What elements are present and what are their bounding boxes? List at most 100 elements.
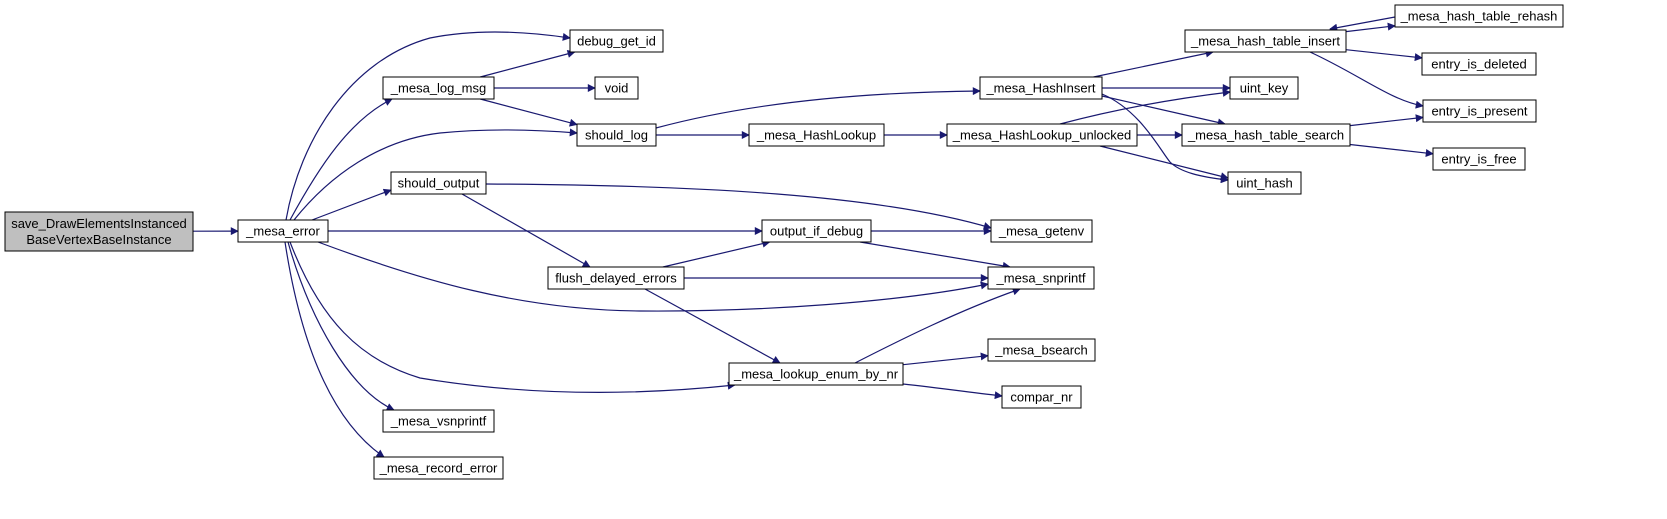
node-box	[547, 266, 685, 290]
node-box	[576, 123, 657, 147]
node-box	[382, 76, 495, 100]
node-box	[946, 123, 1138, 147]
node-label: BaseVertexBaseInstance	[26, 232, 171, 247]
edge-flush-delayed-errors-to-lookup-enum-by-nr	[644, 288, 781, 364]
node-box	[237, 219, 329, 243]
node-box	[987, 266, 1095, 290]
node-box	[1432, 147, 1526, 171]
node-label: _mesa_log_msg	[390, 81, 486, 96]
node-hash-table-insert[interactable]: _mesa_hash_table_insert	[1184, 29, 1347, 53]
edge-hash-table-rehash-to-hash-table-insert	[1329, 16, 1396, 32]
node-mesa-hashlookup[interactable]: _mesa_HashLookup	[748, 123, 885, 147]
edge-hash-table-search-to-entry-is-present	[1349, 114, 1424, 127]
node-mesa-getenv[interactable]: _mesa_getenv	[990, 219, 1093, 243]
edge-mesa-hashinsert-to-hash-table-insert	[1093, 49, 1214, 78]
node-label: _mesa_lookup_enum_by_nr	[733, 367, 899, 382]
node-debug-get-id[interactable]: debug_get_id	[569, 29, 664, 53]
node-label: entry_is_deleted	[1431, 57, 1526, 72]
node-void[interactable]: void	[594, 76, 639, 100]
edges-layer	[192, 16, 1434, 458]
node-box	[594, 76, 639, 100]
node-label: should_output	[398, 176, 480, 191]
node-box	[979, 76, 1103, 100]
node-label: flush_delayed_errors	[555, 271, 677, 286]
node-label: _mesa_getenv	[998, 224, 1085, 239]
node-box	[1227, 171, 1302, 195]
node-label: _mesa_HashInsert	[985, 81, 1095, 96]
node-box	[761, 219, 872, 243]
node-box	[1421, 52, 1537, 76]
node-mesa-error[interactable]: _mesa_error	[237, 219, 329, 243]
node-compar-nr[interactable]: compar_nr	[1001, 385, 1082, 409]
node-hashlookup-unlocked[interactable]: _mesa_HashLookup_unlocked	[946, 123, 1138, 147]
node-label: entry_is_free	[1441, 152, 1516, 167]
edge-hashlookup-unlocked-to-uint-hash	[1099, 145, 1229, 181]
node-should-log[interactable]: should_log	[576, 123, 657, 147]
node-lookup-enum-by-nr[interactable]: _mesa_lookup_enum_by_nr	[728, 362, 904, 386]
node-box	[390, 171, 487, 195]
node-label: _mesa_vsnprintf	[390, 414, 487, 429]
edge-hash-table-insert-to-hash-table-rehash	[1345, 22, 1396, 33]
edge-mesa-log-msg-to-should-log	[480, 98, 578, 127]
node-mesa-vsnprintf[interactable]: _mesa_vsnprintf	[382, 409, 495, 433]
edge-hashlookup-unlocked-to-uint-key	[1059, 88, 1231, 125]
node-entry-is-present[interactable]: entry_is_present	[1422, 99, 1537, 123]
node-label: _mesa_hash_table_search	[1187, 128, 1344, 143]
node-box	[748, 123, 885, 147]
node-hash-table-rehash[interactable]: _mesa_hash_table_rehash	[1394, 4, 1564, 28]
edge-hash-table-insert-to-entry-is-present	[1309, 51, 1424, 109]
edge-should-output-to-flush-delayed-errors	[461, 193, 591, 268]
node-box	[1184, 29, 1347, 53]
edge-lookup-enum-by-nr-to-mesa-snprintf	[854, 287, 1021, 364]
node-flush-delayed-errors[interactable]: flush_delayed_errors	[547, 266, 685, 290]
edge-hash-table-insert-to-entry-is-deleted	[1345, 49, 1423, 62]
node-box	[1394, 4, 1564, 28]
node-output-if-debug[interactable]: output_if_debug	[761, 219, 872, 243]
edge-mesa-error-to-mesa-vsnprintf	[287, 241, 395, 411]
edge-hash-table-search-to-entry-is-free	[1349, 143, 1434, 157]
node-box	[373, 456, 504, 480]
node-box	[4, 211, 194, 252]
node-label: debug_get_id	[577, 34, 656, 49]
node-mesa-bsearch[interactable]: _mesa_bsearch	[987, 338, 1096, 362]
node-box	[1181, 123, 1351, 147]
edge-mesa-error-to-lookup-enum-by-nr	[289, 241, 736, 393]
node-mesa-snprintf[interactable]: _mesa_snprintf	[987, 266, 1095, 290]
edge-mesa-error-to-debug-get-id	[285, 31, 571, 221]
node-entry-is-free[interactable]: entry_is_free	[1432, 147, 1526, 171]
node-label: _mesa_error	[245, 224, 320, 239]
node-label: save_DrawElementsInstanced	[11, 216, 187, 231]
node-label: should_log	[585, 128, 648, 143]
node-label: _mesa_record_error	[379, 461, 498, 476]
node-mesa-record-error[interactable]: _mesa_record_error	[373, 456, 504, 480]
node-should-output[interactable]: should_output	[390, 171, 487, 195]
node-save-root[interactable]: save_DrawElementsInstancedBaseVertexBase…	[4, 211, 194, 252]
node-uint-hash[interactable]: uint_hash	[1227, 171, 1302, 195]
node-mesa-hashinsert[interactable]: _mesa_HashInsert	[979, 76, 1103, 100]
edge-mesa-error-to-should-output	[311, 188, 392, 221]
edge-output-if-debug-to-mesa-snprintf	[859, 241, 1011, 270]
node-uint-key[interactable]: uint_key	[1229, 76, 1299, 100]
node-label: uint_key	[1240, 81, 1289, 96]
node-hash-table-search[interactable]: _mesa_hash_table_search	[1181, 123, 1351, 147]
edge-mesa-log-msg-to-debug-get-id	[480, 49, 576, 78]
node-label: _mesa_HashLookup_unlocked	[952, 128, 1132, 143]
node-box	[987, 338, 1096, 362]
edge-lookup-enum-by-nr-to-compar-nr	[902, 383, 1003, 400]
edge-mesa-error-to-mesa-snprintf	[317, 241, 989, 312]
node-mesa-log-msg[interactable]: _mesa_log_msg	[382, 76, 495, 100]
node-label: void	[605, 81, 629, 96]
node-label: compar_nr	[1010, 390, 1073, 405]
node-entry-is-deleted[interactable]: entry_is_deleted	[1421, 52, 1537, 76]
node-label: _mesa_hash_table_rehash	[1400, 9, 1558, 24]
node-box	[1001, 385, 1082, 409]
node-label: _mesa_snprintf	[996, 271, 1086, 286]
edge-should-output-to-mesa-getenv	[485, 183, 992, 230]
node-label: entry_is_present	[1431, 104, 1527, 119]
node-box	[569, 29, 664, 53]
edge-mesa-error-to-mesa-log-msg	[289, 98, 393, 221]
node-box	[1422, 99, 1537, 123]
edge-mesa-error-to-should-log	[293, 128, 578, 221]
node-label: _mesa_hash_table_insert	[1190, 34, 1340, 49]
